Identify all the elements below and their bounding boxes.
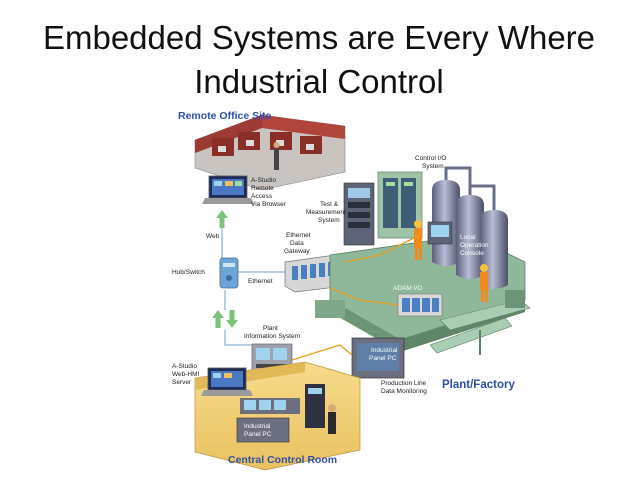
local-console-line1: Local bbox=[460, 234, 476, 241]
room-panel-pc-line1: Industrial bbox=[244, 423, 271, 430]
test-measurement-line3: System bbox=[318, 217, 340, 224]
ethernet-label: Ethernet bbox=[248, 278, 273, 285]
gateway-line3: Gateway bbox=[284, 248, 310, 255]
plant-panel-pc-line1: Industrial bbox=[371, 347, 398, 354]
web-arrow-icon bbox=[216, 210, 228, 228]
up-down-arrows-icon bbox=[212, 310, 238, 328]
plant-factory-label: Plant/Factory bbox=[442, 379, 515, 391]
adam-io-label: ADAM I/O bbox=[393, 285, 422, 292]
a-studio-remote-line2: Remote bbox=[251, 185, 274, 192]
webhmi-laptop-icon bbox=[201, 367, 253, 396]
worker-icon bbox=[480, 264, 488, 302]
central-control-room-label: Central Control Room bbox=[228, 454, 337, 466]
plant-panel-pc-line2: Panel PC bbox=[369, 355, 397, 362]
test-measurement-line2: Measurement bbox=[306, 209, 346, 216]
production-line-line1: Production Line bbox=[381, 380, 427, 387]
control-io-line1: Control I/O bbox=[415, 155, 446, 162]
slide-subtitle: Industrial Control bbox=[194, 63, 444, 100]
remote-office-label: Remote Office Site bbox=[178, 110, 272, 122]
webhmi-line1: A-Studio bbox=[172, 363, 197, 370]
local-console-icon bbox=[427, 221, 453, 245]
hub-switch-icon bbox=[219, 257, 239, 289]
plant-info-line2: Information System bbox=[244, 333, 300, 340]
slide-title: Embedded Systems are Every Where bbox=[42, 19, 596, 56]
a-studio-remote-line1: A-Studio bbox=[251, 177, 276, 184]
production-line-machinery-icon bbox=[315, 290, 531, 360]
adam-io-modules-icon bbox=[397, 293, 443, 317]
gateway-line1: Ethernet bbox=[286, 232, 311, 239]
room-panel-pc-icon bbox=[236, 417, 290, 443]
room-panel-pc-line2: Panel PC bbox=[244, 431, 272, 438]
control-io-cabinet-icon bbox=[377, 171, 423, 239]
plant-panel-pc-icon bbox=[351, 337, 405, 379]
local-console-line3: Console bbox=[460, 250, 484, 257]
webhmi-line3: Server bbox=[172, 379, 192, 386]
control-io-line2: System bbox=[422, 163, 444, 170]
test-measurement-rack-icon bbox=[343, 182, 375, 246]
plant-info-line1: Plant bbox=[263, 325, 278, 332]
production-line-line2: Data Monitoring bbox=[381, 388, 427, 395]
network-cables bbox=[224, 234, 421, 361]
web-label: Web bbox=[206, 233, 220, 240]
test-measurement-line1: Test & bbox=[320, 201, 339, 208]
remote-laptop-icon bbox=[202, 175, 254, 204]
hub-switch-label: Hub/Switch bbox=[172, 269, 205, 276]
worker-icon bbox=[414, 220, 422, 260]
local-console-line2: Operation bbox=[460, 242, 489, 249]
a-studio-remote-line3: Access bbox=[251, 193, 273, 200]
gateway-line2: Data bbox=[290, 240, 304, 247]
a-studio-remote-line4: Via Browser bbox=[251, 201, 287, 208]
webhmi-line2: Web-HMI bbox=[172, 371, 200, 378]
remote-office-illustration bbox=[194, 114, 346, 191]
